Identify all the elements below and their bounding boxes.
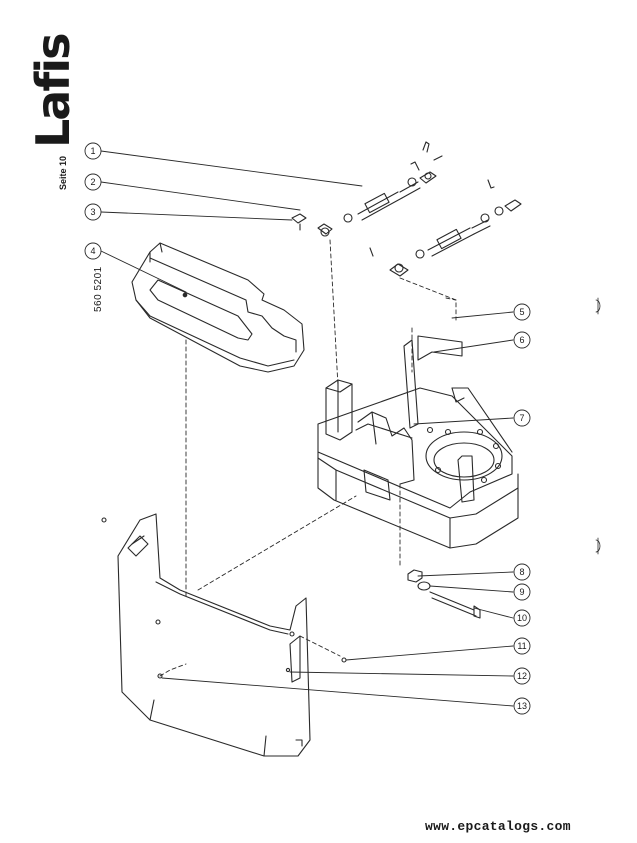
front-cover-13 xyxy=(101,513,347,757)
tie-rod-upper xyxy=(317,141,443,237)
callout-number: 13 xyxy=(517,701,527,711)
callout-4: 4 xyxy=(84,242,102,260)
callout-2: 2 xyxy=(84,173,102,191)
tie-rod-lower xyxy=(369,179,522,277)
pin-3 xyxy=(291,213,307,231)
callout-8: 8 xyxy=(513,563,531,581)
callout-circle xyxy=(513,637,531,655)
callout-number: 1 xyxy=(90,146,95,156)
callout-1: 1 xyxy=(84,142,102,160)
callout-leaders xyxy=(100,150,514,707)
callout-9: 9 xyxy=(513,583,531,601)
callout-number: 7 xyxy=(519,413,524,423)
callout-11: 11 xyxy=(513,637,531,655)
callout-number: 9 xyxy=(519,587,524,597)
callout-12: 12 xyxy=(513,667,531,685)
cover-plate-4 xyxy=(131,242,305,373)
callout-number: 2 xyxy=(90,177,95,187)
callout-number: 6 xyxy=(519,335,524,345)
callout-circle xyxy=(84,242,102,260)
callout-3: 3 xyxy=(84,203,102,221)
callout-7: 7 xyxy=(513,409,531,427)
callout-number: 3 xyxy=(90,207,95,217)
callout-number: 5 xyxy=(519,307,524,317)
callout-circle xyxy=(513,303,531,321)
assembly-guide-lines xyxy=(159,239,457,677)
bolt-set-8-10 xyxy=(407,569,481,619)
callout-circle xyxy=(513,667,531,685)
callout-circle xyxy=(513,609,531,627)
callout-number: 4 xyxy=(90,246,95,256)
callout-circle xyxy=(84,203,102,221)
margin-marks xyxy=(595,297,601,555)
callout-circle xyxy=(84,173,102,191)
callout-number: 8 xyxy=(519,567,524,577)
callout-number: 12 xyxy=(517,671,527,681)
callout-6: 6 xyxy=(513,331,531,349)
callout-number: 11 xyxy=(517,641,526,651)
callout-circle xyxy=(513,331,531,349)
catalog-url[interactable]: www.epcatalogs.com xyxy=(425,819,571,834)
callout-number: 10 xyxy=(517,613,527,623)
callout-13: 13 xyxy=(513,697,531,715)
callout-circle xyxy=(513,583,531,601)
callout-circle xyxy=(513,563,531,581)
callout-circle xyxy=(513,697,531,715)
callout-10: 10 xyxy=(513,609,531,627)
counterweight-frame-7 xyxy=(317,335,519,549)
callout-circle xyxy=(513,409,531,427)
callout-5: 5 xyxy=(513,303,531,321)
callout-circle xyxy=(84,142,102,160)
